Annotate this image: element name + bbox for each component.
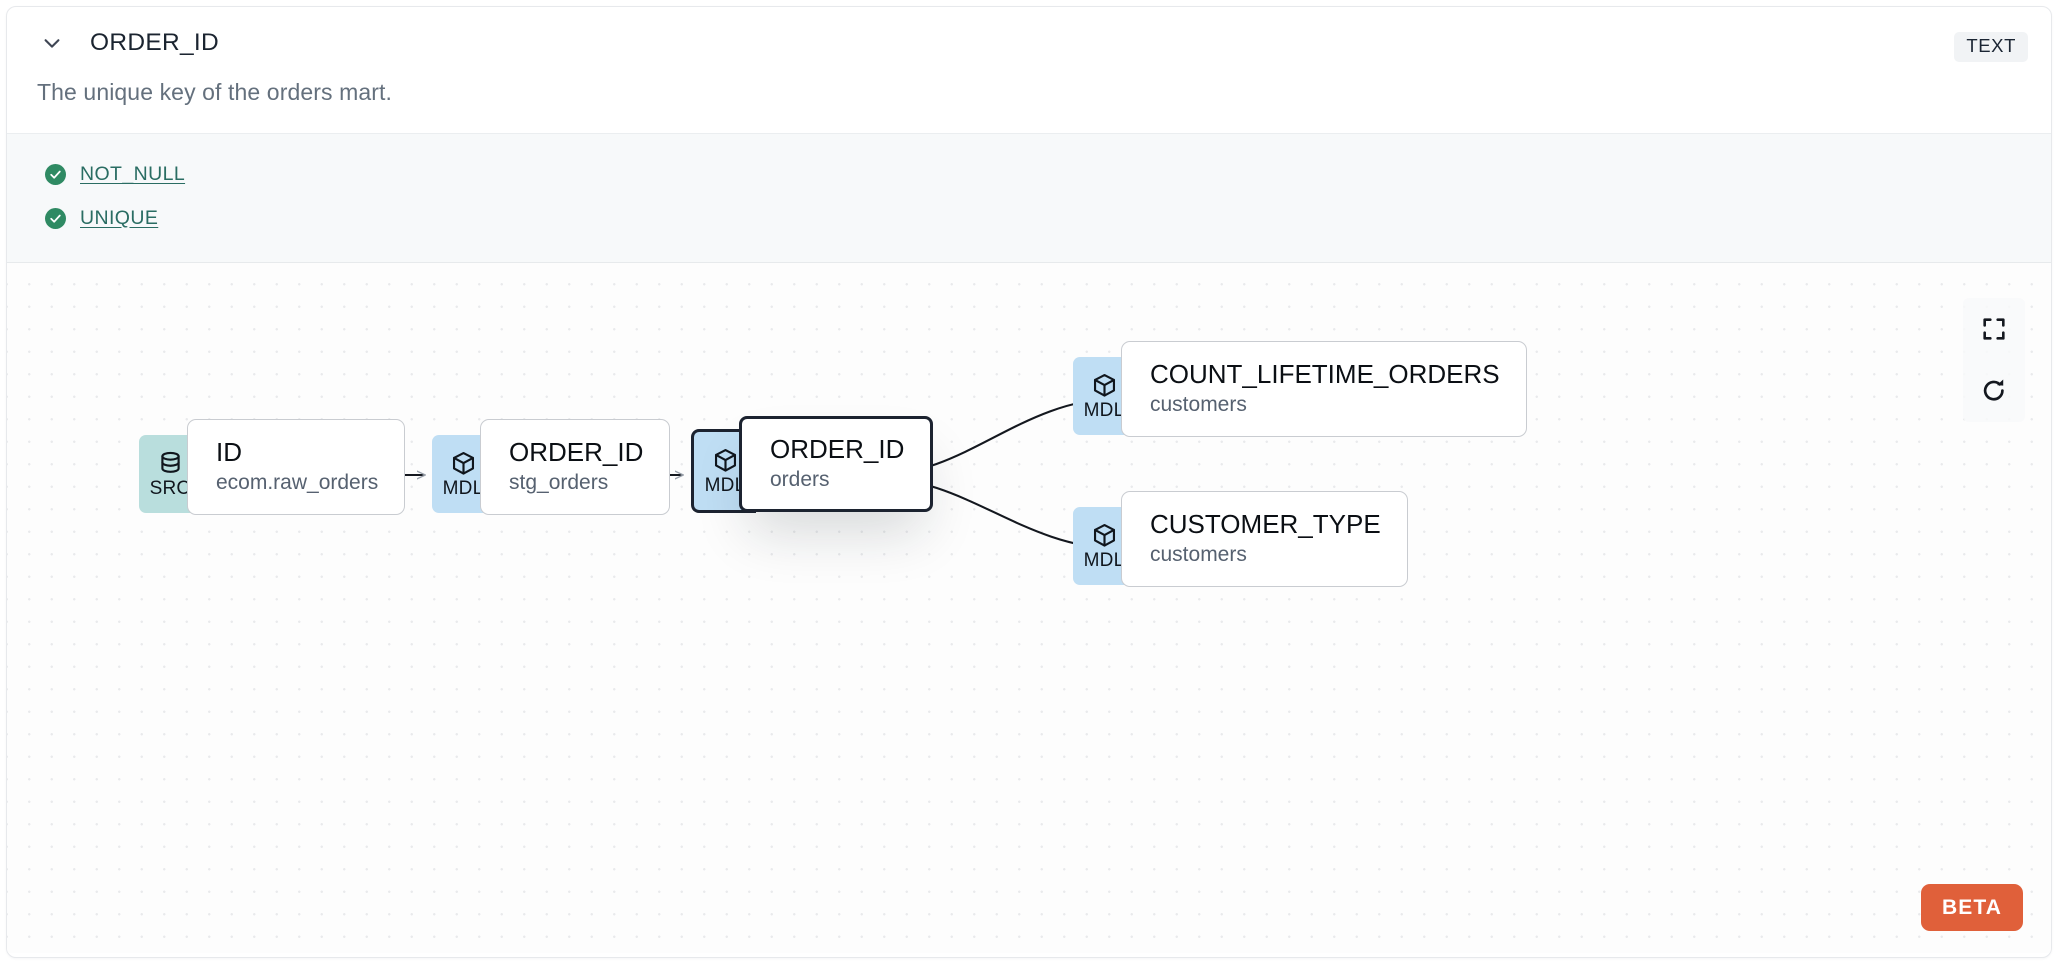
cube-icon: [1093, 523, 1115, 547]
detail-card: ORDER_ID TEXT The unique key of the orde…: [6, 6, 2052, 958]
lineage-canvas[interactable]: SRC ID ecom.raw_orders MDL: [7, 263, 2051, 953]
lineage-edges: [347, 263, 2051, 953]
beta-badge[interactable]: BETA: [1920, 884, 2023, 931]
lineage-node-customer-type[interactable]: MDL CUSTOMER_TYPE customers: [1073, 491, 1408, 587]
node-subtitle: ecom.raw_orders: [216, 471, 379, 494]
node-subtitle: orders: [770, 468, 830, 491]
node-title: ORDER_ID: [770, 433, 905, 464]
card-header: ORDER_ID TEXT: [7, 7, 2051, 79]
data-type-badge: TEXT: [1954, 32, 2028, 62]
node-title: ID: [216, 436, 242, 467]
chevron-down-icon[interactable]: [37, 28, 67, 58]
node-kind-label: MDL: [1083, 550, 1125, 571]
tests-section: NOT_NULL UNIQUE: [7, 133, 2051, 263]
node-body: CUSTOMER_TYPE customers: [1121, 491, 1408, 587]
database-icon: [160, 451, 180, 473]
node-subtitle: stg_orders: [509, 471, 609, 494]
check-circle-icon: [45, 207, 66, 229]
test-row: UNIQUE: [7, 196, 2051, 240]
node-title: ORDER_ID: [509, 436, 644, 467]
node-body: ORDER_ID orders: [739, 416, 934, 512]
node-kind-label: MDL: [704, 475, 746, 496]
fit-view-button[interactable]: [1963, 298, 2025, 360]
fullscreen-icon: [1983, 318, 2005, 340]
canvas-controls: [1963, 298, 2025, 422]
node-body: ID ecom.raw_orders: [187, 419, 406, 515]
test-link-not-null[interactable]: NOT_NULL: [80, 162, 186, 185]
node-body: COUNT_LIFETIME_ORDERS customers: [1121, 341, 1527, 437]
column-description: The unique key of the orders mart.: [37, 79, 392, 105]
check-circle-icon: [45, 163, 66, 185]
node-kind-label: MDL: [442, 478, 484, 499]
cube-icon: [714, 448, 736, 472]
lineage-node-count-lifetime-orders[interactable]: MDL COUNT_LIFETIME_ORDERS customers: [1073, 341, 1527, 437]
node-title: CUSTOMER_TYPE: [1150, 508, 1381, 539]
refresh-button[interactable]: [1963, 360, 2025, 422]
node-kind-label: SRC: [149, 478, 191, 499]
node-subtitle: customers: [1150, 543, 1247, 566]
cube-icon: [452, 451, 474, 475]
cube-icon: [1093, 373, 1115, 397]
test-link-unique[interactable]: UNIQUE: [80, 206, 159, 229]
test-row: NOT_NULL: [7, 152, 2051, 196]
refresh-icon: [1983, 379, 2004, 401]
node-subtitle: customers: [1150, 393, 1247, 416]
lineage-node-orders-selected[interactable]: MDL ORDER_ID orders: [691, 416, 934, 513]
lineage-node-id[interactable]: SRC ID ecom.raw_orders: [139, 419, 406, 515]
node-title: COUNT_LIFETIME_ORDERS: [1150, 358, 1500, 389]
lineage-node-stg-orders[interactable]: MDL ORDER_ID stg_orders: [432, 419, 671, 515]
page-title: ORDER_ID: [90, 29, 220, 56]
node-kind-label: MDL: [1083, 400, 1125, 421]
node-body: ORDER_ID stg_orders: [480, 419, 671, 515]
